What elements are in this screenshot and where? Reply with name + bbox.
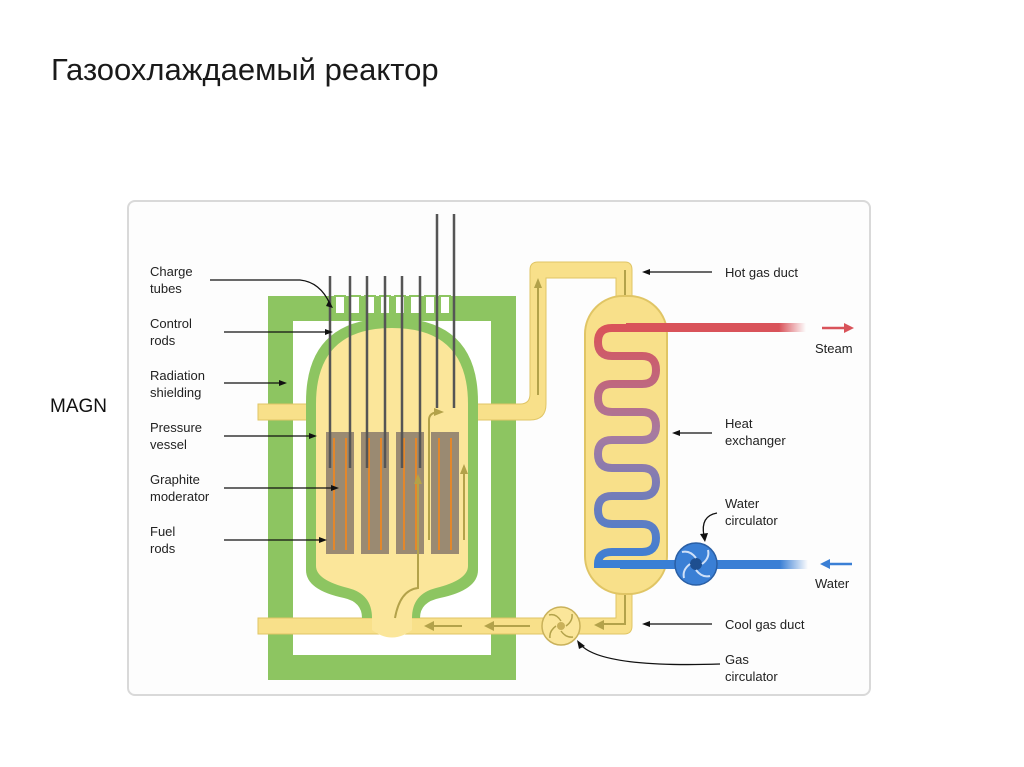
- label-gas-circulator-1: Gas: [725, 652, 749, 667]
- label-pressure-vessel-1: Pressure: [150, 420, 202, 435]
- label-water-circulator-2: circulator: [725, 513, 778, 528]
- label-cool-gas-duct: Cool gas duct: [725, 617, 805, 632]
- label-heat-exchanger-2: exchanger: [725, 433, 786, 448]
- steam-arrow-icon: [822, 323, 854, 333]
- control-rods: [328, 214, 456, 468]
- label-gas-circulator-2: circulator: [725, 669, 778, 684]
- label-fuel-rods-1: Fuel: [150, 524, 175, 539]
- label-pressure-vessel-2: vessel: [150, 437, 187, 452]
- right-leader-arrowheads: [577, 269, 708, 649]
- left-leader-lines: [210, 279, 332, 541]
- water-circulator: [674, 542, 718, 586]
- steam-line: [626, 323, 806, 332]
- heat-exchanger-coil: [593, 324, 661, 568]
- fuel-rods: [333, 438, 452, 550]
- side-label: MAGN: [50, 396, 107, 417]
- label-fuel-rods-2: rods: [150, 541, 176, 556]
- slide-title: Газоохлаждаемый реактор: [51, 52, 439, 87]
- label-control-rods-1: Control: [150, 316, 192, 331]
- right-leader-lines: [579, 271, 721, 666]
- label-water: Water: [815, 576, 850, 591]
- label-steam: Steam: [815, 341, 853, 356]
- graphite-moderator: [326, 432, 459, 554]
- label-charge-tubes-2: tubes: [150, 281, 182, 296]
- label-charge-tubes-1: Charge: [150, 264, 193, 279]
- label-control-rods-2: rods: [150, 333, 176, 348]
- left-leader-arrowheads: [279, 300, 339, 543]
- label-graphite-moderator-2: moderator: [150, 489, 210, 504]
- label-radiation-shielding-2: shielding: [150, 385, 201, 400]
- label-hot-gas-duct: Hot gas duct: [725, 265, 798, 280]
- label-graphite-moderator-1: Graphite: [150, 472, 200, 487]
- label-radiation-shielding-1: Radiation: [150, 368, 205, 383]
- gas-circulator: [541, 606, 581, 646]
- water-arrow-icon: [820, 559, 852, 569]
- label-water-circulator-1: Water: [725, 496, 760, 511]
- label-heat-exchanger-1: Heat: [725, 416, 753, 431]
